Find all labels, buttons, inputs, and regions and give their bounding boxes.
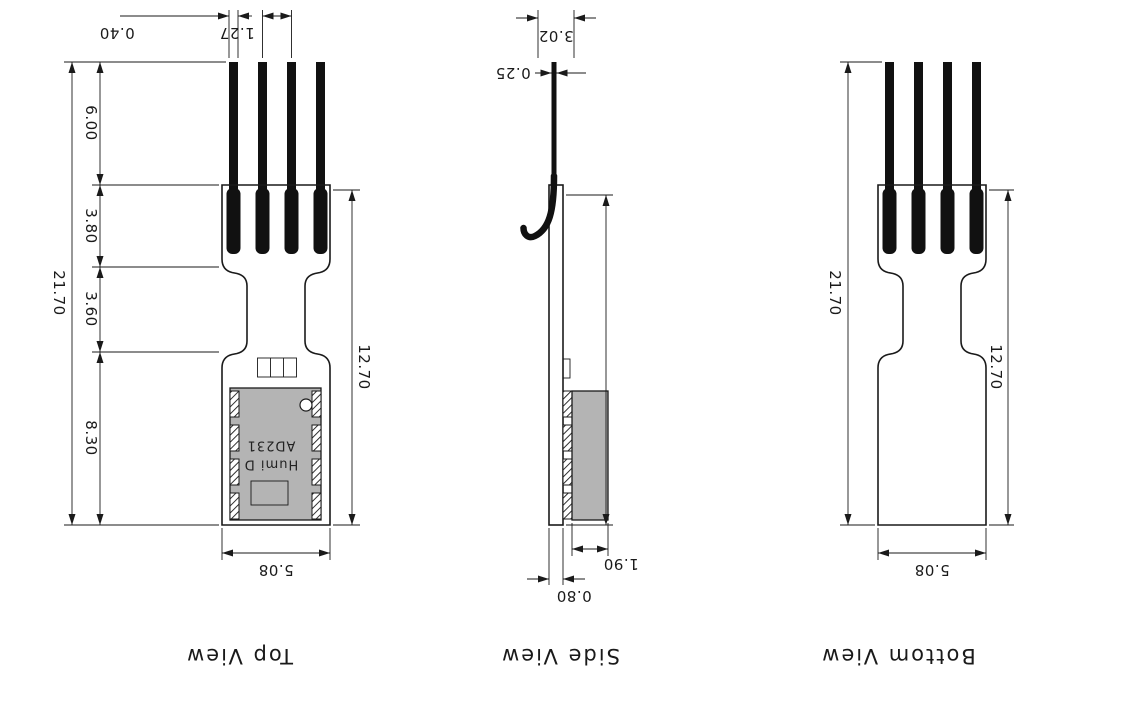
dim-label-board-thickness: 0.80 [556, 587, 591, 605]
dim-label-pin-length: 6.00 [82, 105, 100, 140]
chip-profile [571, 390, 609, 521]
pin-end [313, 188, 328, 254]
pin [287, 62, 296, 190]
dim-label-pin-pitch: 1.27 [219, 24, 254, 42]
chip-pad-profile [562, 390, 573, 418]
bottom-view-title: Bottom View [820, 644, 976, 668]
pin-end [940, 188, 955, 254]
pin-end [969, 188, 984, 254]
pin-end [255, 188, 270, 254]
dim-board-thickness: 0.80 [527, 528, 592, 605]
pin [258, 62, 267, 190]
dim-body-width: 5.08 [221, 528, 331, 579]
top-view-pins [226, 62, 328, 254]
pin [914, 62, 923, 190]
package-outline [877, 184, 987, 526]
dim-label-overall-length: 21.70 [50, 270, 68, 315]
dim-overall-length: 21.70 [826, 61, 882, 526]
chip-pad [311, 492, 322, 520]
dim-label-pin-width: 0.40 [99, 24, 134, 42]
dim-label-pin-thickness: 0.25 [495, 64, 530, 82]
sensor-window [250, 480, 289, 506]
pin [229, 62, 238, 190]
dim-pin-thickness: 0.25 [495, 64, 586, 82]
dim-overall-length: 21.70 [50, 62, 76, 525]
small-component [257, 357, 297, 378]
top-view: AD231 Humi D 0.40 1.27 [50, 10, 373, 579]
chip-pad [229, 492, 240, 520]
dim-label-body-length: 12.70 [987, 344, 1005, 389]
sensor-chip: AD231 Humi D [229, 387, 322, 521]
pin [316, 62, 325, 190]
package-outline [221, 184, 331, 526]
dim-label-header-length: 3.80 [82, 208, 100, 243]
chip-marking-line2: AD231 [247, 438, 296, 453]
dim-body-length: 12.70 [333, 189, 373, 526]
dim-label-neck-length: 3.60 [82, 291, 100, 326]
chip-pad-profile [562, 458, 573, 486]
pin-end [911, 188, 926, 254]
chip-pad [311, 424, 322, 452]
small-component-body [257, 357, 297, 378]
side-view-title: Side View [500, 644, 620, 668]
pin [943, 62, 952, 190]
small-component-profile [562, 358, 571, 379]
pin [972, 62, 981, 190]
dim-body-length: 12.70 [987, 189, 1014, 526]
dim-pin-width: 0.40 [99, 10, 252, 58]
dim-component-height: 1.90 [571, 523, 639, 573]
dim-body-width: 5.08 [877, 528, 987, 579]
bent-pin-hook [520, 172, 558, 241]
chip-pad-profile [562, 492, 573, 520]
dim-label-component-height: 1.90 [603, 555, 638, 573]
dim-label-overall-length: 21.70 [826, 270, 844, 315]
dim-label-body-width: 5.08 [914, 561, 949, 579]
dim-side-body-length [566, 194, 613, 526]
pin-end [226, 188, 241, 254]
bottom-view: 21.70 12.70 5.08 [826, 61, 1014, 579]
chip-pad [311, 390, 322, 418]
chip-pad [229, 390, 240, 418]
pin-profile [551, 62, 557, 192]
top-view-title: Top View [185, 644, 294, 668]
pcb-profile [548, 184, 564, 526]
chip-pad [229, 458, 240, 486]
dim-label-sensor-area-length: 8.30 [82, 420, 100, 455]
dim-label-body-length: 12.70 [355, 344, 373, 389]
dim-top-offset: 3.02 [516, 10, 596, 58]
chip-pad-profile [562, 424, 573, 452]
pin1-marker [299, 398, 313, 412]
pin-end [284, 188, 299, 254]
dim-chain-left: 6.00 3.80 3.60 8.30 [64, 61, 226, 526]
side-view: 3.02 0.25 1.90 0.80 [495, 10, 639, 605]
dim-pin-pitch: 1.27 [219, 10, 292, 58]
pin [885, 62, 894, 190]
dim-label-body-width: 5.08 [258, 561, 293, 579]
dim-label-top-offset: 3.02 [538, 27, 573, 45]
bottom-view-pins [882, 62, 984, 254]
chip-marking-line1: Humi D [244, 457, 298, 472]
chip-pad [311, 458, 322, 486]
chip-pad [229, 424, 240, 452]
pin-end [882, 188, 897, 254]
